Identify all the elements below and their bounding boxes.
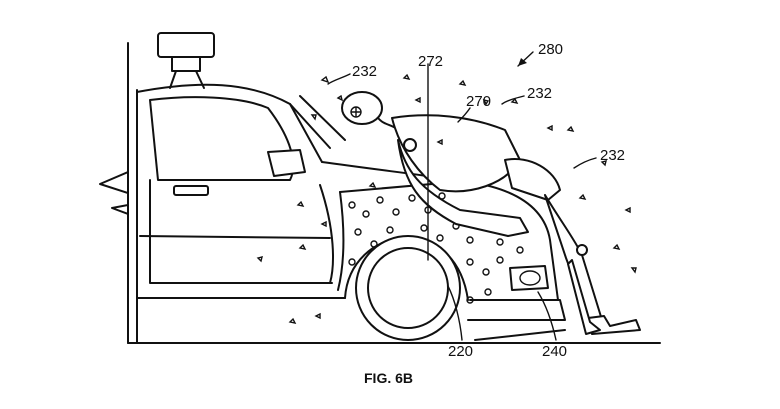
reference-labels: 280 232 232 232 272 270 220 240 (352, 41, 625, 360)
label-hood-surface: 220 (448, 343, 473, 360)
label-adhesive-layer: 272 (418, 53, 443, 70)
figure-caption: FIG. 6B (364, 370, 413, 386)
label-debris-left: 232 (352, 63, 377, 80)
debris-particles (256, 73, 637, 324)
label-vehicle: 280 (538, 41, 563, 58)
label-debris-mid: 232 (527, 85, 552, 102)
pedestrian-figure (341, 91, 641, 335)
label-pedestrian: 270 (466, 93, 491, 110)
label-debris-right: 232 (600, 147, 625, 164)
vehicle-body (99, 42, 566, 344)
roof-sensor (157, 32, 215, 89)
adhesive-layer-region (337, 181, 524, 304)
leader-lines (327, 51, 597, 341)
front-wheel (344, 235, 469, 341)
label-bumper: 240 (542, 343, 567, 360)
